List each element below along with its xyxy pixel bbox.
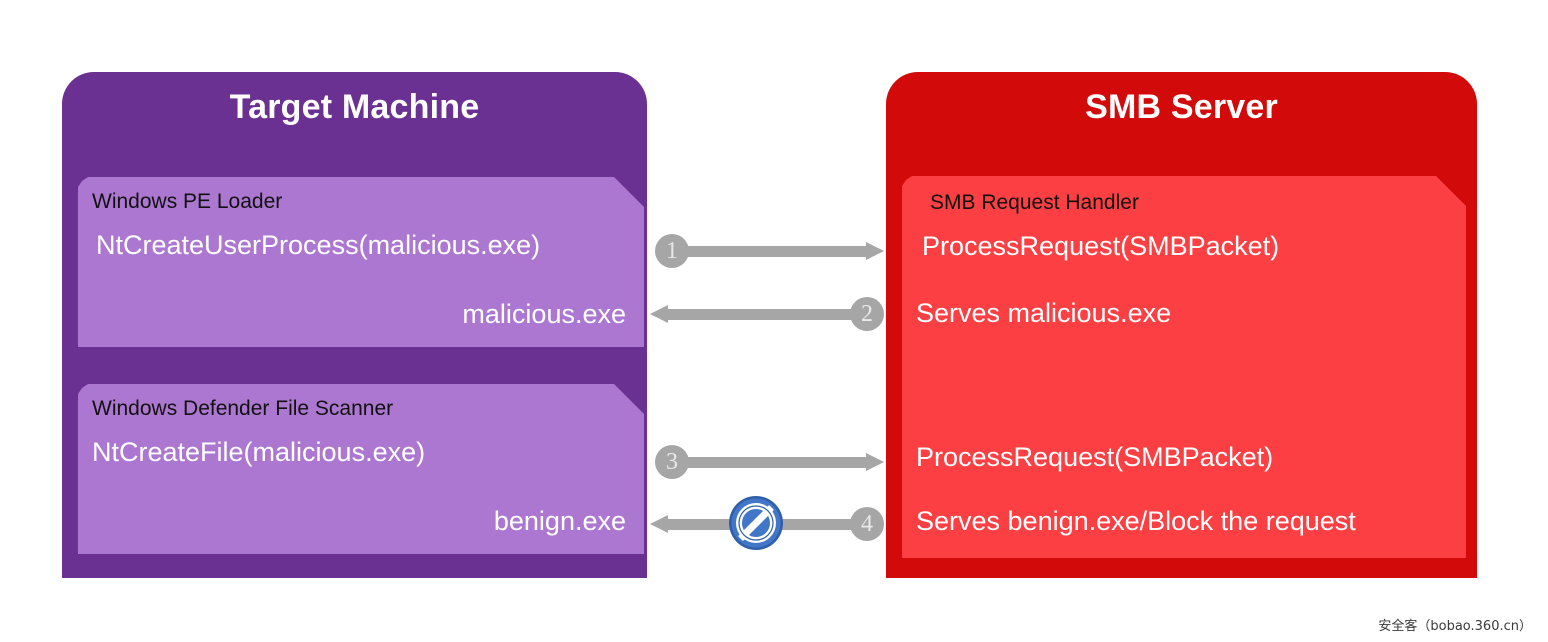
pe-loader-result-line: malicious.exe [462,299,626,329]
flow-step-badge-4: 4 [850,507,884,541]
smb-serves-malicious-line: Serves malicious.exe [916,298,1172,328]
target-machine-title: Target Machine [229,88,480,126]
flow-step-badge-3: 3 [655,445,689,479]
defender-result-line: benign.exe [493,506,626,536]
arrow-head-left-icon [650,515,668,533]
smb-request-handler-card: SMB Request Handler ProcessRequest(SMBPa… [902,176,1466,558]
flow-arrow-1 [672,242,884,260]
defender-call-line: NtCreateFile(malicious.exe) [92,437,426,467]
pe-loader-card-header: Windows PE Loader [92,190,283,213]
smb-process-request-line-2: ProcessRequest(SMBPacket) [916,442,1274,472]
flow-arrow-2 [650,305,862,323]
arrow-head-right-icon [866,242,884,260]
flow-step-badge-2: 2 [850,297,884,331]
defender-card-header: Windows Defender File Scanner [92,397,394,420]
smb-server-title: SMB Server [1085,88,1278,126]
arrow-shaft [667,309,862,320]
smb-serves-benign-line: Serves benign.exe/Block the request [916,506,1356,536]
arrow-head-right-icon [866,453,884,471]
no-entry-icon [727,494,785,552]
windows-pe-loader-card: Windows PE Loader NtCreateUserProcess(ma… [78,177,644,347]
smb-process-request-line-1: ProcessRequest(SMBPacket) [922,231,1280,261]
flow-arrow-3 [672,453,884,471]
arrow-shaft [672,246,867,257]
smb-handler-card-header: SMB Request Handler [930,191,1139,214]
arrow-shaft [672,457,867,468]
windows-defender-scanner-card: Windows Defender File Scanner NtCreateFi… [78,384,644,554]
watermark-text: 安全客（bobao.360.cn） [1378,619,1532,634]
flow-step-badge-1: 1 [655,234,689,268]
pe-loader-call-line: NtCreateUserProcess(malicious.exe) [96,230,541,260]
arrow-head-left-icon [650,305,668,323]
